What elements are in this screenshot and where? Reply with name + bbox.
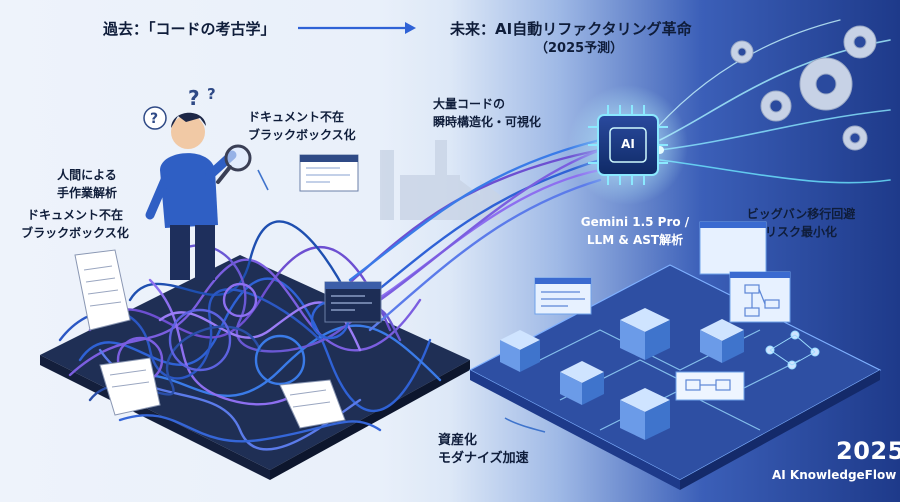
person-figure [145,112,237,280]
label-structuring: 大量コードの 瞬時構造化・可視化 [433,97,542,129]
svg-text:?: ? [207,85,216,103]
gear-icon [730,25,877,151]
future-subtitle: （2025予測） [535,41,624,56]
past-code-windows [299,154,382,323]
question-icon: ? ? ? [143,85,216,130]
factory-silhouette [380,140,500,220]
svg-text:?: ? [150,111,158,127]
brand-year: 2025 [836,437,900,465]
code-cubes [500,308,744,440]
ai-chip-label: AI [621,137,635,151]
label-big-bang: ビッグバン移行回避 リスク最小化 [746,207,856,239]
arrow-right-icon [298,22,416,34]
ai-chip-icon [568,85,688,205]
future-title: 未来：AI自動リファクタリング革命 [450,20,692,38]
label-black-box-top: ドキュメント不在 ブラックボックス化 [248,110,356,142]
svg-text:?: ? [188,86,200,110]
label-asset: 資産化 モダナイズ加速 [438,433,529,466]
label-black-box-left: ドキュメント不在 ブラックボックス化 [21,208,129,240]
pointer-arrows [257,169,546,433]
label-manual-analysis: 人間による 手作業解析 [56,168,117,200]
magnifier-icon [216,144,252,184]
past-title: 過去：「コードの考古学」 [103,20,276,38]
future-panels [534,221,791,401]
brand-name: AI KnowledgeFlow [772,468,897,482]
label-engine: Gemini 1.5 Pro / LLM & AST解析 [580,215,690,247]
